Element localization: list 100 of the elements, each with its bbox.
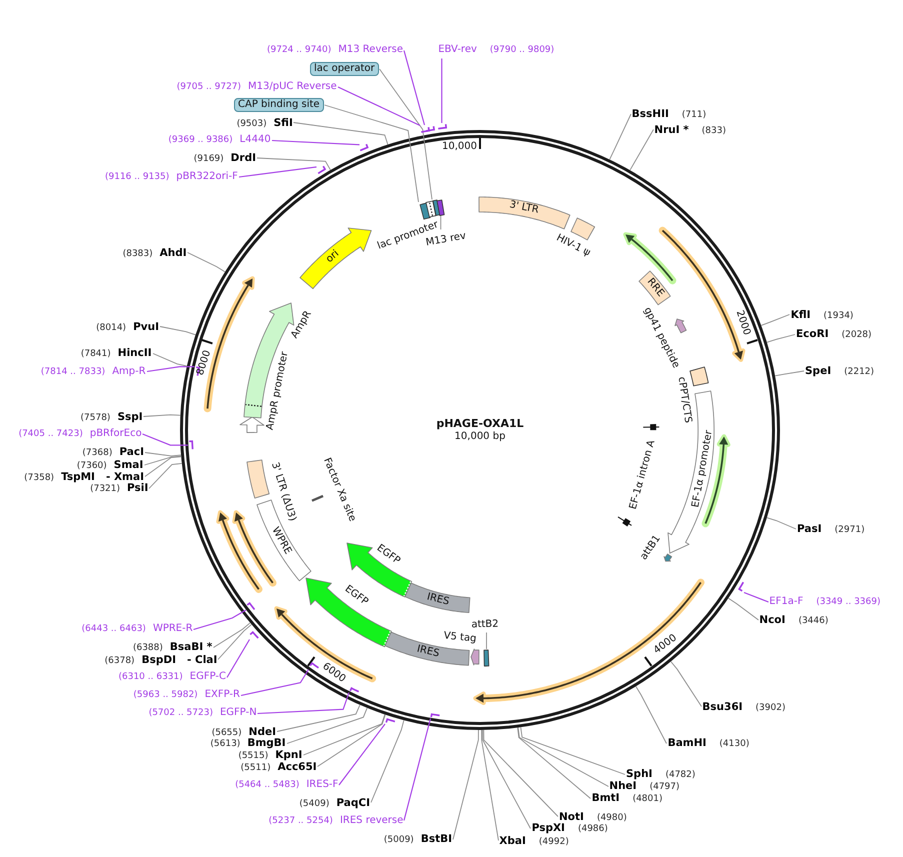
leader-line [744, 592, 769, 603]
leader-line [144, 456, 182, 477]
primer-mark [420, 126, 430, 133]
restriction-site-label: PspXI (4986) [532, 821, 608, 836]
restriction-site-label: PasI (2971) [797, 522, 865, 536]
feature-label: AmpR promoter [264, 350, 292, 432]
primer-label: (5702 .. 5723) EGFP-N [148, 706, 257, 720]
leader-line [774, 370, 804, 376]
primer-mark [430, 712, 442, 718]
restriction-site-label: (8383) AhdI [122, 246, 187, 260]
primer-label: (9116 .. 9135) pBR322ori-F [104, 170, 238, 184]
primer-mark [308, 662, 320, 670]
leader-line [403, 718, 432, 821]
feature-label: ori [324, 248, 342, 266]
leader-line [303, 714, 386, 756]
primer-label: (5963 .. 5982) EXFP-R [133, 688, 240, 702]
feature-mark [436, 198, 446, 216]
leader-line [630, 129, 654, 171]
feature-block [404, 582, 470, 613]
leader-line [144, 452, 182, 456]
primer-label: (5237 .. 5254) IRES reverse [268, 814, 404, 828]
leader-line [520, 726, 626, 775]
leader-line [517, 727, 591, 799]
primer-label: (7814 .. 7833) Amp-R [40, 364, 146, 379]
restriction-site-label: XbaI (4992) [499, 834, 569, 848]
restriction-site-label: (6388) BsaBI * [132, 640, 212, 654]
leader-line [728, 598, 759, 620]
leader-line [481, 730, 499, 841]
leader-line [338, 86, 420, 126]
scale-label: 8000 [194, 348, 214, 376]
restriction-site-label: SpeI (2212) [805, 364, 874, 378]
primer-mark [424, 124, 435, 132]
restriction-site-label: (5009) BstBI [384, 832, 452, 846]
leader-line [518, 727, 609, 787]
leader-line [324, 104, 419, 202]
restriction-site-label: (7368) PacI [82, 445, 144, 460]
leader-line [452, 730, 479, 840]
directional-feature [300, 227, 373, 290]
restriction-site-label: BssHII (711) [632, 106, 706, 121]
leader-line [760, 314, 790, 326]
primer-label: EBV-rev (9790 .. 9809) [438, 43, 554, 58]
feature-label: IRES [425, 591, 450, 608]
leader-line [766, 517, 796, 530]
directional-feature [306, 577, 393, 648]
restriction-site-label: (5655) NdeI [212, 724, 276, 739]
scale-label: 2000 [733, 308, 752, 337]
feature-block [246, 458, 298, 523]
leader-line [286, 708, 368, 744]
restriction-site-label: KflI (1934) [790, 308, 854, 322]
leader-line [238, 166, 317, 178]
restriction-site-label: BmtI (4801) [592, 791, 662, 806]
primer-mark [246, 602, 256, 610]
primer-mark [385, 718, 396, 724]
leader-line [142, 433, 188, 446]
feature-label: attB2 [471, 619, 498, 632]
restriction-site-label: (9503) SfiI [236, 116, 293, 130]
restriction-site-label: (7321) PsiI [90, 481, 148, 496]
leader-line [440, 216, 442, 230]
primer-label: (9369 .. 9386) L4440 [168, 133, 271, 148]
restriction-site-label: (5515) KpnI [238, 748, 302, 762]
leader-line [293, 122, 388, 145]
plasmid-size: 10,000 bp [454, 430, 506, 443]
restriction-site-label: (7360) SmaI [76, 458, 144, 472]
primer-label: (5464 .. 5483) IRES-F [235, 778, 338, 792]
restriction-site-label: NcoI (3446) [759, 613, 828, 627]
leader-line [240, 669, 309, 696]
leader-line [338, 724, 386, 786]
directional-feature [443, 630, 480, 666]
restriction-site-label: (7358) TspMI - XmaI [24, 470, 144, 484]
primer-label: (6310 .. 6331) EGFP-C [118, 670, 226, 684]
feature-label: 3' LTR (ΔU3) [268, 461, 298, 523]
plasmid-name: pHAGE-OXA1L [436, 417, 524, 430]
feature-label: IRES [416, 644, 440, 660]
leader-line [146, 366, 194, 372]
leader-line [148, 463, 182, 489]
leader-line [193, 610, 246, 630]
restriction-site-label: (7578) SspI [80, 410, 143, 424]
primer-label: (7405 .. 7423) pBRforEco [18, 427, 142, 441]
primer-label: (9705 .. 9727) M13/pUC Reverse [176, 80, 337, 94]
restriction-site-label: NotI (4980) [559, 810, 627, 824]
leader-line [483, 730, 558, 817]
leader-line [670, 661, 702, 707]
site-tick-feature [310, 456, 358, 524]
leader-line [272, 140, 360, 146]
primer-mark [188, 440, 194, 451]
intron-feature [617, 423, 660, 528]
scale-label: 10,000 [442, 141, 477, 153]
feature-label: Factor Xa site [320, 456, 358, 524]
leader-line [635, 686, 667, 744]
leader-line [766, 334, 796, 343]
leader-line [143, 414, 181, 417]
feature-tag: lac operator [310, 62, 379, 76]
restriction-site-label: NheI (4797) [609, 779, 680, 794]
feature-block [478, 196, 571, 230]
restriction-site-label: EcoRI (2028) [796, 327, 872, 342]
leader-line [482, 730, 531, 829]
restriction-site-label: (5409) PaqCI [299, 796, 370, 810]
feature-mark [483, 648, 490, 667]
restriction-site-label: SphI (4782) [626, 767, 696, 782]
restriction-site-label: (5511) Acc65I [240, 760, 317, 774]
